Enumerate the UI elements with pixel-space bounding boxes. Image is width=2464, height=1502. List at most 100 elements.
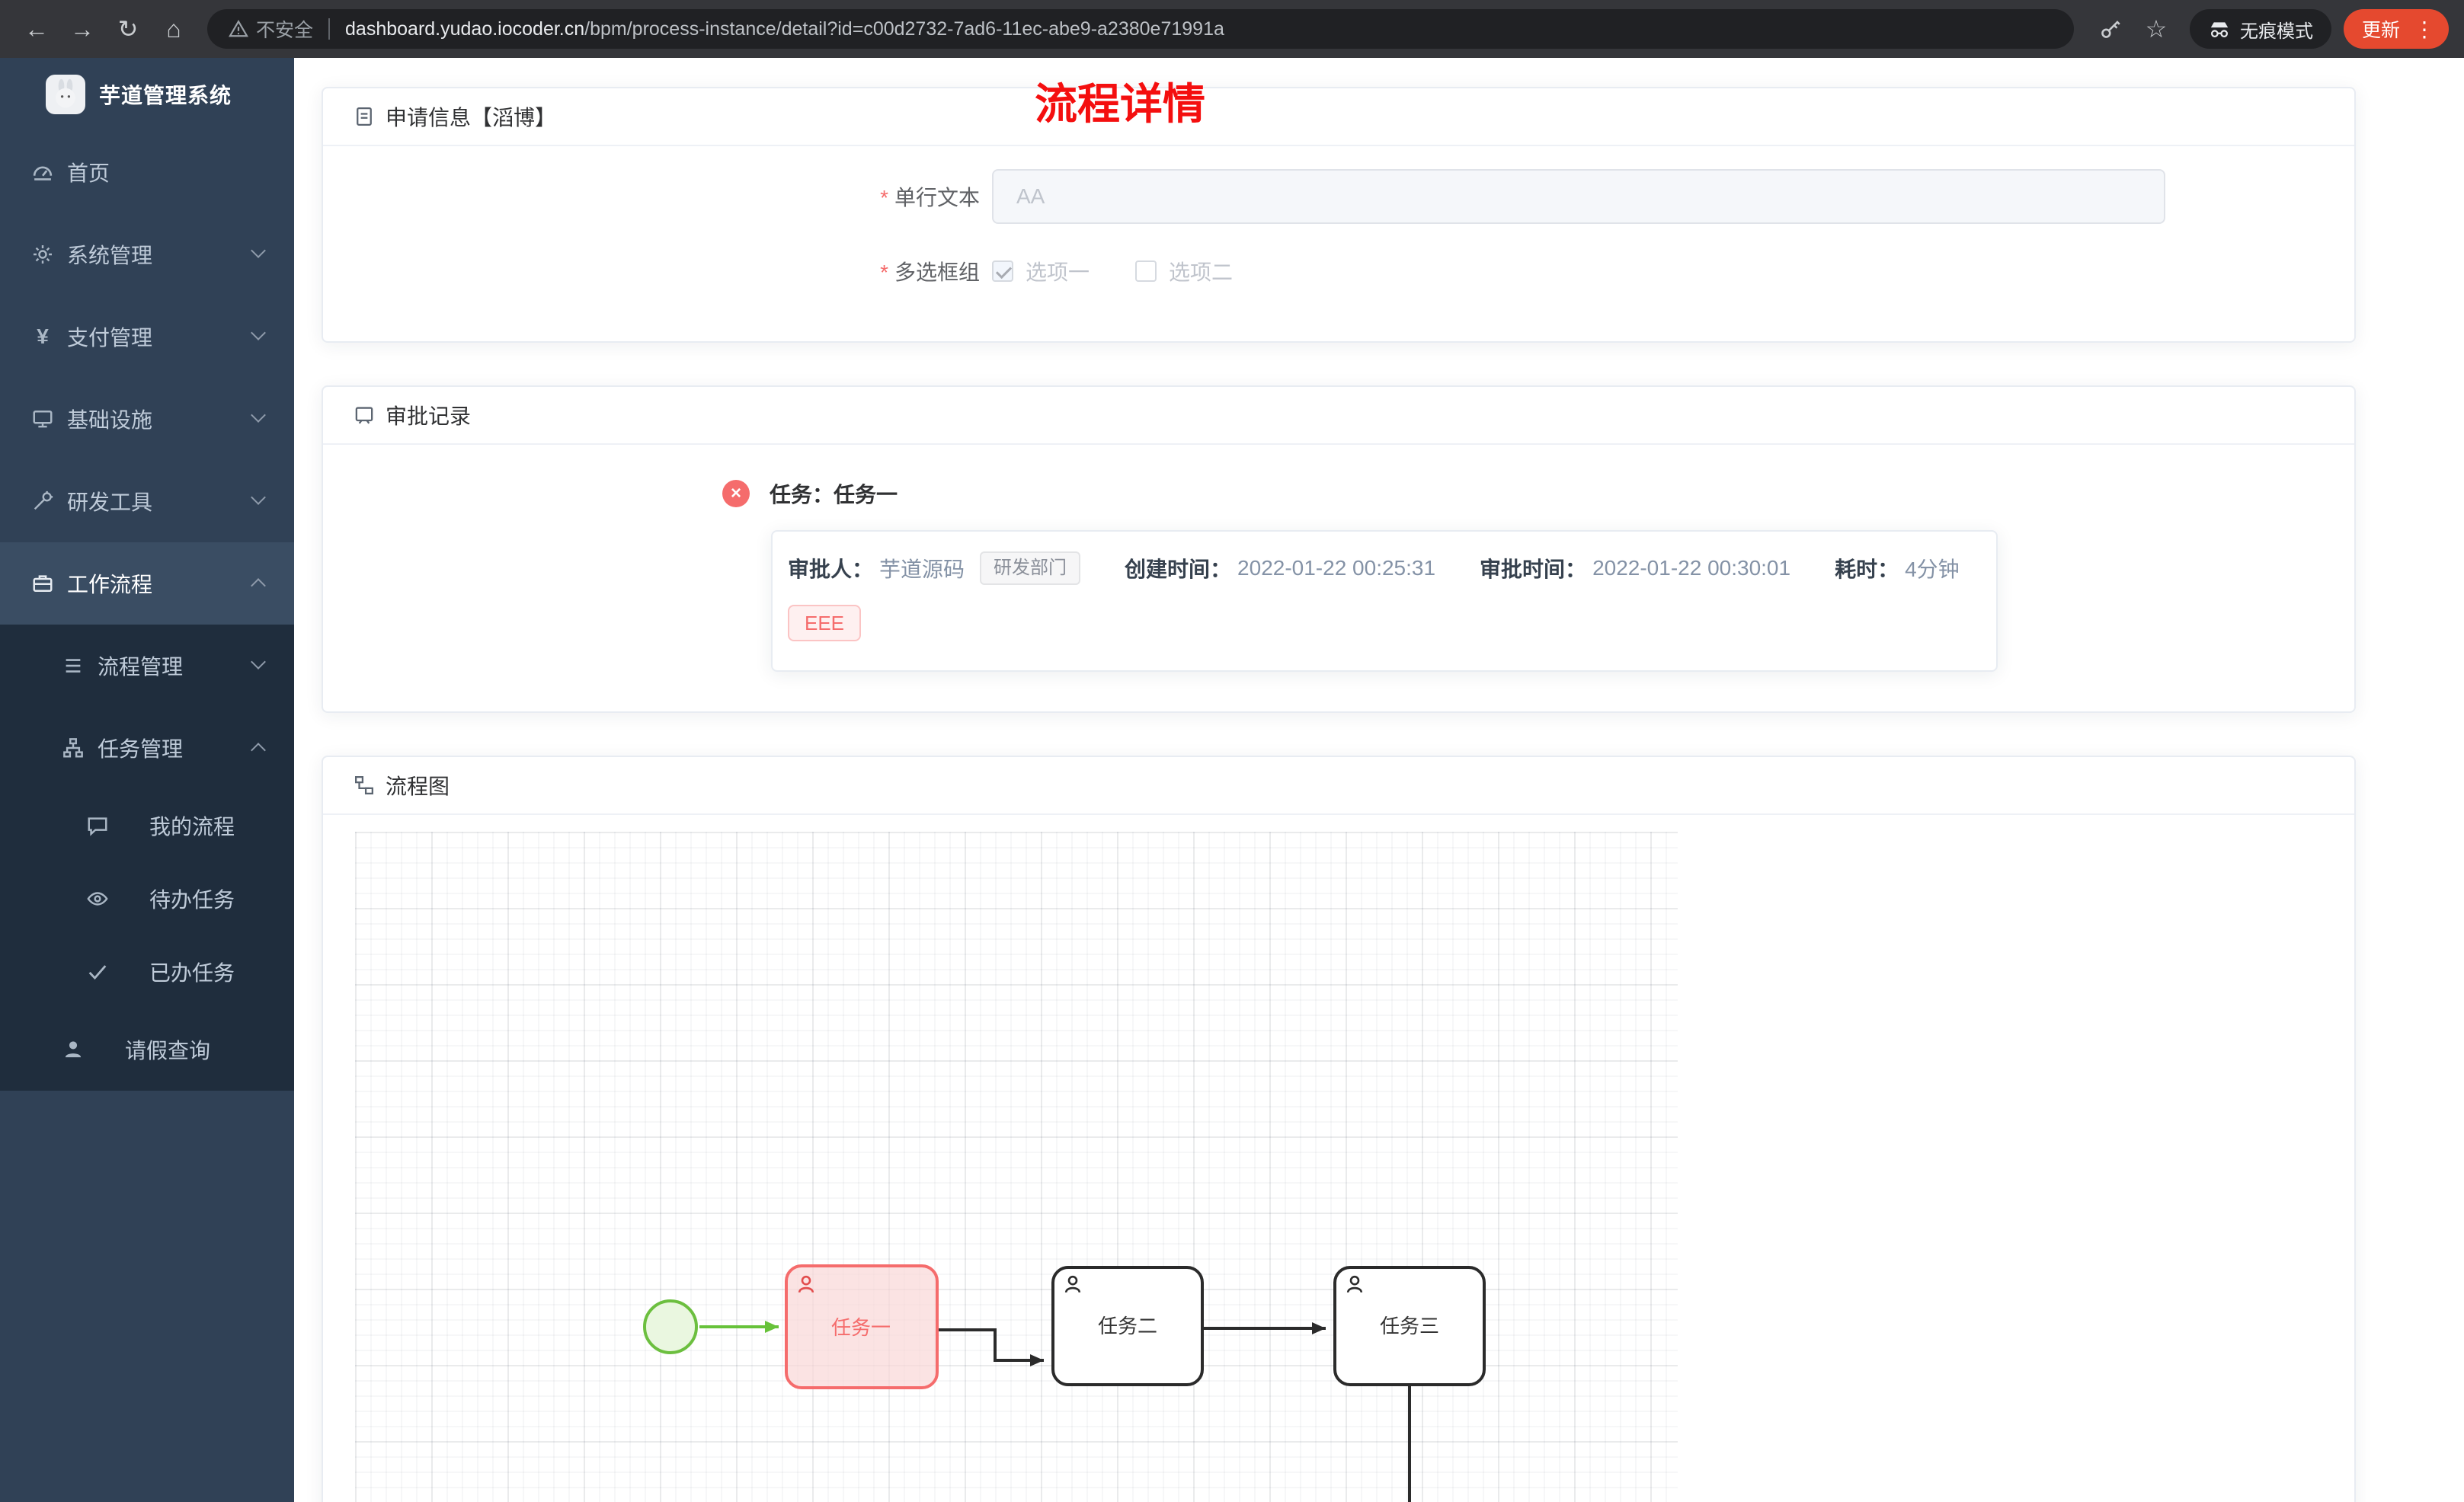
incognito-label: 无痕模式	[2239, 21, 2313, 42]
approved-time-value: 2022-01-22 00:30:01	[1592, 556, 1791, 580]
chevron-down-icon	[251, 325, 266, 340]
single-line-text-input[interactable]	[992, 169, 2165, 224]
duration-label: 耗时：	[1835, 558, 1899, 581]
page-title: 流程详情	[1035, 80, 1205, 128]
duration-group: 耗时： 4分钟	[1835, 553, 1960, 583]
checkbox-option-1[interactable]: 选项一	[992, 256, 1090, 286]
task-title: 任务：任务一	[770, 483, 898, 507]
bpmn-task-1[interactable]: 任务一	[785, 1264, 939, 1389]
user-task-icon	[1346, 1275, 1363, 1293]
approver-name: 芋道源码	[879, 558, 965, 581]
payment-icon: ¥	[37, 324, 49, 348]
approver-label: 审批人：	[788, 558, 874, 581]
approval-comment-tag: EEE	[788, 605, 862, 641]
update-label: 更新	[2361, 20, 2400, 41]
incognito-icon	[2210, 22, 2229, 38]
sidebar-item-label: 我的流程	[149, 815, 235, 839]
checkbox-option-2[interactable]: 选项二	[1135, 256, 1233, 286]
logo-avatar	[46, 75, 85, 114]
key-icon[interactable]	[2089, 8, 2132, 50]
created-time-group: 创建时间： 2022-01-22 00:25:31	[1125, 553, 1435, 583]
created-time-label: 创建时间：	[1125, 558, 1232, 581]
sidebar-item-leave-query[interactable]: 请假查询	[0, 1008, 294, 1091]
approval-record-card-header: 审批记录	[323, 387, 2354, 445]
warning-icon	[229, 20, 248, 37]
browser-toolbar: ← → ↻ ⌂ 不安全 dashboard.yudao.iocoder.cn /…	[0, 0, 2464, 58]
department-tag: 研发部门	[980, 551, 1081, 585]
browser-menu-icon[interactable]: ⋮	[2414, 17, 2435, 41]
user-task-icon	[1064, 1275, 1081, 1293]
approval-detail-box: 审批人： 芋道源码 研发部门 创建时间： 2022-01-22 00:25:31…	[771, 530, 1998, 672]
eye-icon	[85, 887, 110, 911]
chevron-down-icon	[251, 407, 266, 423]
workflow-submenu: 流程管理 任务管理	[0, 625, 294, 1091]
created-time-value: 2022-01-22 00:25:31	[1237, 556, 1436, 580]
sidebar-logo[interactable]: 芋道管理系统	[0, 58, 294, 131]
duration-value: 4分钟	[1905, 558, 1960, 581]
chevron-down-icon	[251, 654, 266, 670]
bpmn-start-event[interactable]	[643, 1299, 698, 1354]
apply-info-card: 申请信息【滔博】 单行文本 多选框组 选项一 选项二	[322, 87, 2356, 343]
apply-info-card-title: 申请信息【滔博】	[386, 106, 557, 129]
sidebar: 芋道管理系统 首页 系统管理	[0, 58, 294, 1502]
sidebar-item-label: 研发工具	[67, 491, 153, 514]
devtools-icon	[30, 489, 55, 513]
url-path: /bpm/process-instance/detail?id=c00d2732…	[584, 18, 1224, 40]
browser-update-button[interactable]: 更新 ⋮	[2343, 9, 2449, 49]
reload-icon[interactable]: ↻	[117, 15, 139, 43]
process-mgmt-icon	[61, 654, 85, 678]
sidebar-item-payment[interactable]: ¥ 支付管理	[0, 296, 294, 378]
bpmn-task-3-label: 任务三	[1380, 1315, 1439, 1337]
bpmn-diagram: 任务一 任务二	[643, 1264, 1486, 1502]
bpmn-task-3[interactable]: 任务三	[1333, 1266, 1486, 1386]
incognito-badge: 无痕模式	[2189, 9, 2331, 49]
dashboard-icon	[30, 160, 55, 184]
flow-task1-to-task2	[937, 1328, 1044, 1366]
security-label: 不安全	[256, 20, 314, 41]
sidebar-item-task-management[interactable]: 任务管理	[0, 707, 294, 789]
bookmark-star-icon[interactable]: ☆	[2145, 15, 2168, 43]
sidebar-item-done-tasks[interactable]: 已办任务	[0, 935, 294, 1008]
rabbit-logo-icon	[56, 78, 75, 108]
security-chip[interactable]: 不安全	[229, 15, 313, 43]
forward-icon[interactable]: →	[70, 14, 94, 43]
sidebar-item-devtools[interactable]: 研发工具	[0, 460, 294, 542]
approval-meta-row: 审批人： 芋道源码 研发部门 创建时间： 2022-01-22 00:25:31…	[788, 551, 1981, 585]
bpmn-canvas[interactable]: 任务一 任务二	[355, 832, 1678, 1502]
sidebar-item-home[interactable]: 首页	[0, 131, 294, 213]
chevron-down-icon	[251, 490, 266, 505]
sidebar-item-label: 待办任务	[149, 888, 235, 912]
bpmn-task-2-label: 任务二	[1098, 1315, 1157, 1337]
bpmn-task-1-label: 任务一	[831, 1316, 891, 1339]
sidebar-item-workflow[interactable]: 工作流程	[0, 542, 294, 625]
sidebar-item-system[interactable]: 系统管理	[0, 213, 294, 296]
workflow-icon	[30, 571, 55, 596]
main-content: 流程详情 申请信息【滔博】 单行文本 多选框组	[294, 58, 2464, 1502]
address-bar[interactable]: 不安全 dashboard.yudao.iocoder.cn /bpm/proc…	[207, 9, 2074, 49]
user-task-icon	[798, 1275, 814, 1293]
sidebar-item-label: 系统管理	[67, 244, 153, 267]
checkbox-icon	[1135, 260, 1157, 282]
checkbox-field-label: 多选框组	[323, 256, 992, 286]
sidebar-item-my-process[interactable]: 我的流程	[0, 789, 294, 862]
sidebar-item-label: 支付管理	[67, 326, 153, 350]
form-row-text: 单行文本	[323, 169, 2354, 224]
process-diagram-card: 流程图	[322, 756, 2356, 1502]
gear-icon	[30, 242, 55, 267]
sidebar-item-label: 首页	[67, 161, 110, 185]
bpmn-task-2[interactable]: 任务二	[1051, 1266, 1204, 1386]
sidebar-item-process-management[interactable]: 流程管理	[0, 625, 294, 707]
sidebar-item-todo-tasks[interactable]: 待办任务	[0, 862, 294, 935]
chevron-down-icon	[251, 243, 266, 258]
process-diagram-card-title: 流程图	[386, 775, 450, 798]
my-process-icon	[85, 813, 110, 838]
checkbox-icon	[992, 260, 1013, 282]
home-icon[interactable]: ⌂	[166, 14, 181, 43]
checkbox-option-label: 选项二	[1169, 260, 1234, 284]
approver-group: 审批人： 芋道源码 研发部门	[788, 551, 1081, 585]
error-status-icon: ×	[722, 480, 750, 507]
timeline-task-row: × 任务：任务一	[722, 478, 898, 509]
back-icon[interactable]: ←	[24, 14, 49, 43]
sidebar-item-infrastructure[interactable]: 基础设施	[0, 378, 294, 460]
sidebar-item-label: 请假查询	[125, 1039, 211, 1063]
